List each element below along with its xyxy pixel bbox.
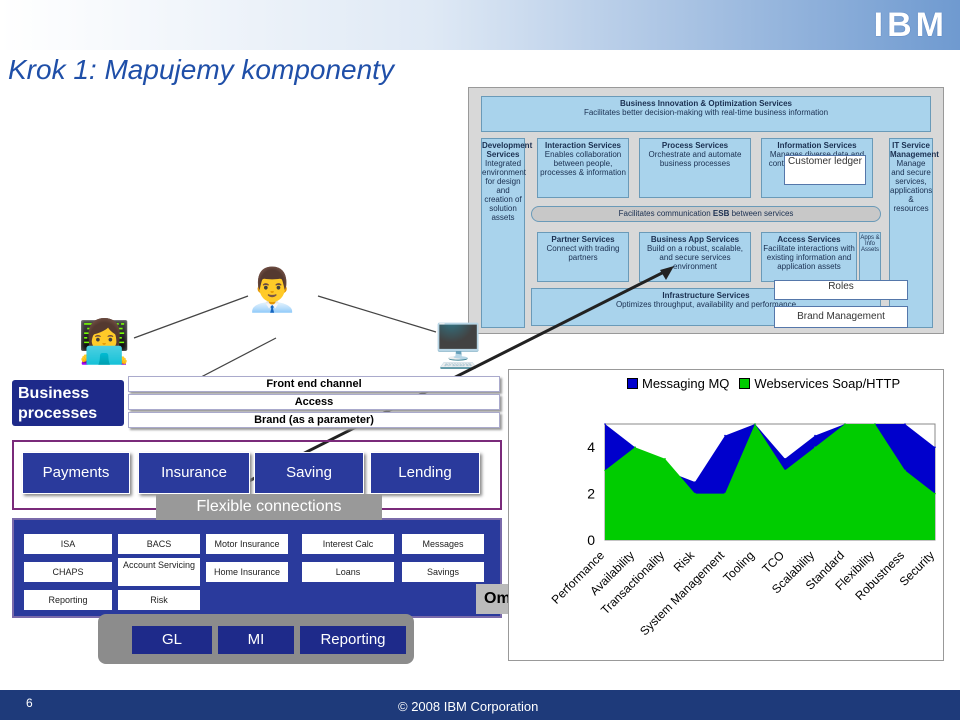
apps-info-assets-block: Apps & Info Assets (859, 232, 881, 282)
channel-brand: Brand (as a parameter) (128, 412, 500, 428)
data-point-0-3 (694, 481, 696, 483)
data-point-0-7 (814, 434, 816, 437)
data-point-1-6 (784, 469, 786, 472)
data-point-1-4 (724, 492, 726, 495)
customer-ledger-callout: Customer ledger (784, 155, 866, 185)
component-bacs: BACS (118, 534, 200, 554)
slide-title: Krok 1: Mapujemy komponenty (8, 54, 394, 85)
component-reporting: Reporting (24, 590, 112, 610)
component-chaps: CHAPS (24, 562, 112, 582)
data-point-1-1 (634, 446, 636, 448)
data-point-1-7 (814, 446, 816, 448)
drum-mi: MI (218, 626, 294, 654)
component-messages: Messages (402, 534, 484, 554)
footer-bar (0, 690, 960, 720)
data-point-1-11 (934, 492, 936, 495)
data-point-1-10 (904, 469, 906, 472)
product-saving: Saving (254, 452, 364, 494)
channel-front-end: Front end channel (128, 376, 500, 392)
mapping-arrowhead (660, 266, 674, 280)
x-tick-label: Tooling (720, 548, 757, 585)
ibm-logo: IBM (873, 6, 948, 44)
data-point-0-11 (934, 446, 936, 448)
product-insurance: Insurance (138, 452, 250, 494)
channel-access: Access (128, 394, 500, 410)
business-processes-label: Business processes (12, 380, 124, 426)
drum-reporting: Reporting (300, 626, 406, 654)
soa-architecture-diagram: Business Innovation & Optimization Servi… (468, 87, 944, 334)
esb-bar: Facilitates communication ESB between se… (531, 206, 881, 222)
component-account-servicing: Account Servicing (118, 558, 200, 586)
y-tick-label: 4 (587, 439, 595, 455)
data-point-1-8 (844, 423, 846, 425)
branch-office-icon: 🖥️ (432, 322, 485, 369)
component-motor-insurance: Motor Insurance (206, 534, 288, 554)
copyright-text: © 2008 IBM Corporation (398, 699, 539, 714)
component-savings: Savings (402, 562, 484, 582)
component-isa: ISA (24, 534, 112, 554)
data-point-1-2 (664, 458, 666, 460)
component-risk: Risk (118, 590, 200, 610)
data-point-0-0 (604, 423, 606, 425)
y-tick-label: 2 (587, 486, 595, 502)
legend-swatch-mq (627, 378, 638, 389)
arrow-agent-to-branch (317, 295, 437, 333)
business-innovation-block: Business Innovation & Optimization Servi… (481, 96, 931, 132)
data-point-1-5 (754, 423, 756, 425)
flexible-connections-label: Flexible connections (156, 494, 382, 520)
core-systems-drum: GL MI Reporting (98, 614, 414, 664)
drum-gl: GL (132, 626, 212, 654)
arrow-customer-to-agent (133, 295, 249, 339)
header-bar (0, 0, 960, 50)
component-home-insurance: Home Insurance (206, 562, 288, 582)
data-point-0-10 (904, 423, 906, 425)
legend-label-mq: Messaging MQ (642, 376, 730, 391)
brand-management-callout: Brand Management (774, 306, 908, 328)
data-point-0-4 (724, 434, 726, 437)
page-number: 6 (26, 696, 33, 710)
product-lending: Lending (370, 452, 480, 494)
data-point-0-6 (784, 458, 786, 460)
data-point-1-9 (874, 423, 876, 425)
y-tick-label: 0 (587, 532, 595, 548)
customer-at-computer-icon: 👩‍💻 (78, 318, 131, 365)
legend-swatch-ws (739, 378, 751, 389)
call-center-agent-icon: 👨‍💼 (246, 266, 299, 313)
chart-plot: 024PerformanceAvailabilityTransactionali… (549, 423, 937, 638)
product-payments: Payments (22, 452, 130, 494)
roles-callout: Roles (774, 280, 908, 300)
chart-legend: Messaging MQ Webservices Soap/HTTP (627, 376, 900, 391)
data-point-1-3 (694, 492, 696, 495)
components-area: ISA BACS Motor Insurance Interest Calc M… (12, 518, 502, 618)
component-interest-calc: Interest Calc (302, 534, 394, 554)
business-processes-panel: Business processes Front end channel Acc… (8, 372, 502, 672)
legend-label-ws: Webservices Soap/HTTP (754, 376, 901, 391)
component-loans: Loans (302, 562, 394, 582)
series-area-1 (605, 424, 935, 540)
data-point-1-0 (604, 469, 606, 472)
